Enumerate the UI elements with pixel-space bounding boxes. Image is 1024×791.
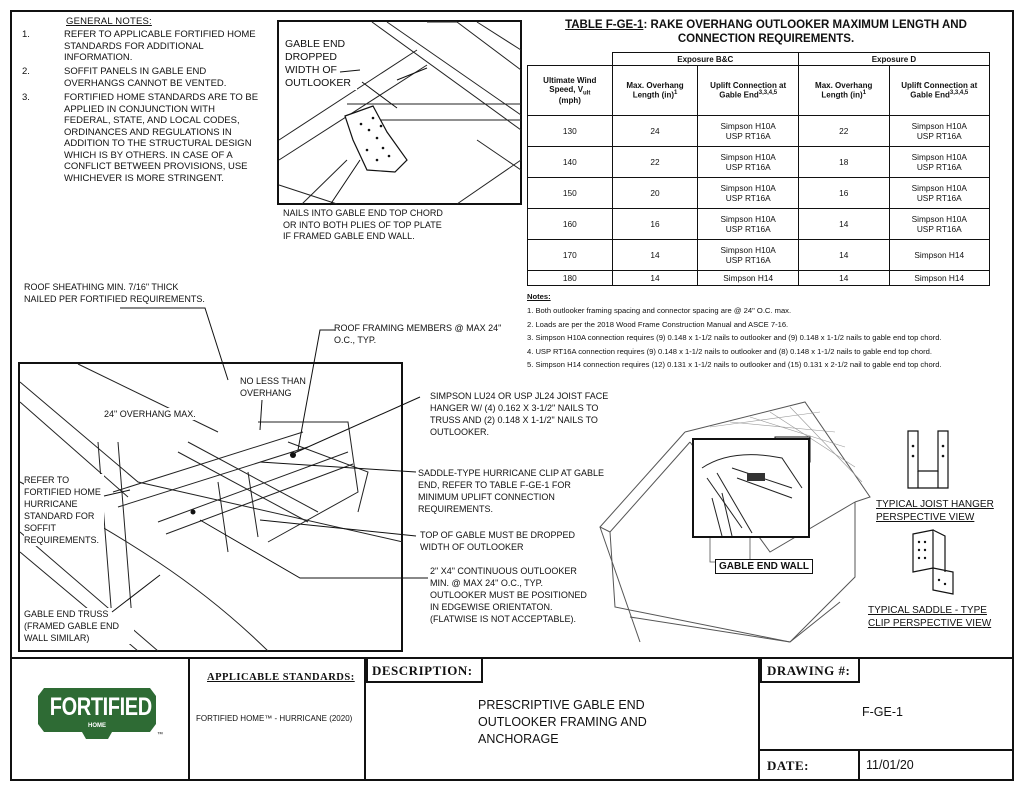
- outlooker-note: 2" X4" CONTINUOUS OUTLOOKER MIN. @ MAX 2…: [430, 566, 587, 624]
- drawing-label: DRAWING #:: [767, 663, 851, 678]
- general-note-2: 2. SOFFIT PANELS IN GABLE END OVERHANGS …: [22, 66, 227, 89]
- general-notes: GENERAL NOTES: 1. REFER TO APPLICABLE FO…: [22, 16, 272, 196]
- title-block: [10, 657, 1014, 781]
- logo-text: FORTIFIED: [49, 693, 152, 721]
- saddle-clip-icon: [905, 528, 960, 598]
- gable-wall-inset: [692, 438, 810, 538]
- drawing-value: F-GE-1: [862, 705, 903, 719]
- nails-note: NAILS INTO GABLE END TOP CHORD OR INTO B…: [283, 208, 443, 241]
- joist-hanger-icon: [898, 426, 958, 496]
- general-note-1: 1. REFER TO APPLICABLE FORTIFIED HOME ST…: [22, 29, 256, 63]
- fortified-logo: FORTIFIED HOME ™: [38, 688, 163, 740]
- exposure-bc-header: Exposure B&C: [611, 52, 799, 66]
- col-uplift-d: Uplift Connection at Gable End3,3,4,5: [888, 65, 991, 116]
- framing-note: ROOF FRAMING MEMBERS @ MAX 24" O.C., TYP…: [334, 323, 502, 345]
- general-notes-title: GENERAL NOTES:: [66, 16, 152, 27]
- saddle-clip-label: TYPICAL SADDLE - TYPE CLIP PERSPECTIVE V…: [868, 605, 992, 629]
- outlooker-clip-detail: [277, 20, 522, 205]
- date-label: DATE:: [767, 758, 809, 773]
- overhang-max-note: 24" OVERHANG MAX.: [104, 408, 196, 420]
- sheathing-note: ROOF SHEATHING MIN. 7/16" THICK NAILED P…: [24, 282, 205, 304]
- logo-shield-icon: [38, 688, 156, 739]
- drawing-label-box: [760, 657, 860, 683]
- description-cell: [366, 659, 760, 781]
- col-uplift-bc: Uplift Connection at Gable End3,3,4,5: [697, 65, 799, 116]
- description-label: DESCRIPTION:: [372, 663, 473, 678]
- soffit-refer-note: REFER TO FORTIFIED HOME HURRICANE STANDA…: [24, 474, 104, 546]
- general-note-3: 3. FORTIFIED HOME STANDARDS ARE TO BE AP…: [22, 92, 259, 184]
- gable-dropped-callout: GABLE END DROPPED WIDTH OF OUTLOOKER: [285, 38, 357, 90]
- description-value: PRESCRIPTIVE GABLE END OUTLOOKER FRAMING…: [478, 698, 647, 746]
- saddle-note: SADDLE-TYPE HURRICANE CLIP AT GABLE END,…: [418, 468, 605, 514]
- exposure-d-header: Exposure D: [797, 52, 991, 66]
- top-gable-note: TOP OF GABLE MUST BE DROPPED WIDTH OF OU…: [420, 530, 576, 552]
- sheet-border: [10, 10, 1014, 781]
- standards-label: APPLICABLE STANDARDS:: [207, 672, 355, 683]
- date-label-box: [760, 749, 860, 781]
- gable-end-wall-label: GABLE END WALL: [715, 559, 813, 574]
- table-notes: Notes: 1. Both outlooker framing spacing…: [527, 292, 942, 369]
- outlooker-table: Exposure B&C Exposure D Ultimate Wind Sp…: [527, 52, 991, 286]
- logo-tm: ™: [157, 732, 163, 738]
- col-overhang-bc: Max. Overhang Length (in)1: [611, 65, 699, 116]
- logo-sub: HOME: [88, 723, 106, 729]
- no-less-note: NO LESS THAN OVERHANG: [240, 375, 320, 399]
- standards-cell: [190, 659, 366, 781]
- logo-cell: [10, 659, 190, 781]
- col-wind-speed: Ultimate Wind Speed, Vult(mph): [527, 65, 613, 116]
- gable-truss-note: GABLE END TRUSS (FRAMED GABLE END WALL S…: [24, 608, 134, 644]
- hanger-note: SIMPSON LU24 OR USP JL24 JOIST FACE HANG…: [430, 391, 609, 437]
- col-overhang-d: Max. Overhang Length (in)1: [797, 65, 890, 116]
- description-label-box: [366, 657, 483, 683]
- table-title: TABLE F-GE-1: RAKE OVERHANG OUTLOOKER MA…: [565, 19, 967, 45]
- drawing-number-cell: [760, 659, 1014, 751]
- joist-hanger-label: TYPICAL JOIST HANGER PERSPECTIVE VIEW: [876, 499, 994, 523]
- date-value: 11/01/20: [866, 758, 914, 772]
- standards-value: FORTIFIED HOME™ - HURRICANE (2020): [196, 714, 353, 723]
